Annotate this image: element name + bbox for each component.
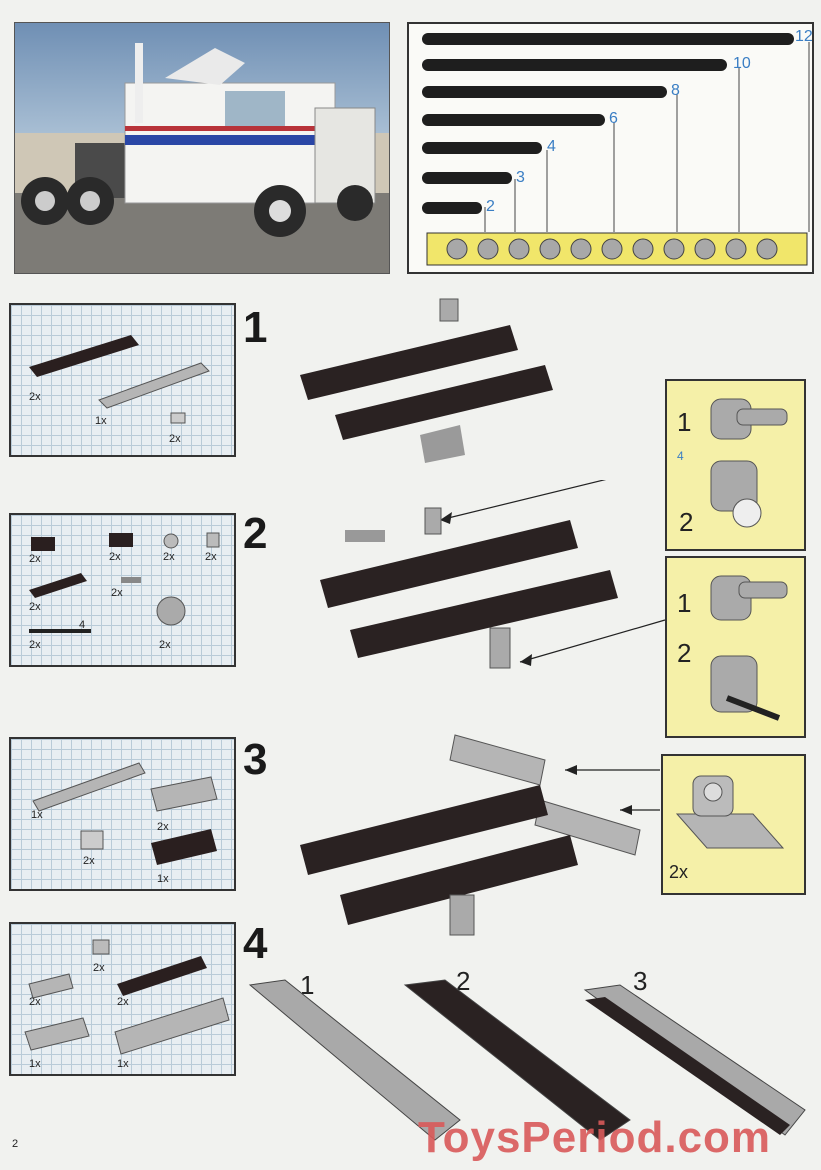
step-2-number: 2	[243, 509, 268, 558]
step-2-qty-3: 2x	[163, 551, 175, 563]
step-4-parts-box: 2x 2x 2x 1x 1x	[9, 922, 236, 1076]
step-2-parts-box: 2x 2x 2x 2x 2x 2x 4 2x 2x	[9, 513, 236, 667]
scale-label-3: 3	[516, 169, 525, 186]
step-3-assembly	[300, 734, 660, 936]
callout-1-label-2: 2	[679, 507, 694, 537]
step-1-qty-3: 2x	[169, 433, 181, 445]
step-2-assembly	[320, 480, 666, 669]
step-3-number: 3	[243, 735, 268, 784]
step-4-sub-label-2: 2	[456, 966, 471, 996]
callout-1-label-1: 1	[677, 407, 692, 437]
step-4-qty-5: 1x	[117, 1058, 129, 1070]
step-4-qty-3: 2x	[117, 996, 129, 1008]
axle-length-scale: 12 10 8 6 4 3 2	[407, 22, 814, 274]
step-3-qty-4: 1x	[157, 873, 169, 885]
scale-label-2: 2	[486, 198, 495, 215]
scale-label-6: 6	[609, 110, 618, 127]
callout-2-label-2: 2	[677, 638, 692, 668]
step-4-qty-1: 2x	[93, 962, 105, 974]
step-4-assemblies	[248, 979, 806, 1141]
truck-photo	[14, 22, 390, 274]
step-1-parts-box: 2x 1x 2x	[9, 303, 236, 457]
step-3-callout: 2x	[661, 754, 806, 895]
step-3-qty-2: 2x	[157, 821, 169, 833]
scale-label-8: 8	[671, 82, 680, 99]
watermark: ToysPeriod.com	[418, 1113, 772, 1162]
scale-label-4: 4	[547, 138, 556, 155]
truck-illustration	[21, 43, 376, 237]
step-2-qty-4: 2x	[205, 551, 217, 563]
step-1-qty-2: 1x	[95, 415, 107, 427]
step-2-callout-bottom: 1 2	[665, 556, 806, 738]
step-4-qty-2: 2x	[29, 996, 41, 1008]
step-4-number: 4	[243, 919, 268, 968]
callout-2-label-1: 1	[677, 588, 692, 618]
step-3-callout-qty: 2x	[669, 862, 689, 882]
step-1-assembly	[300, 298, 553, 463]
step-2-qty-7: 2x	[29, 639, 41, 651]
step-2-axle-length: 4	[79, 619, 86, 631]
step-4-sub-label-3: 3	[633, 966, 648, 996]
scale-label-12: 12	[795, 28, 813, 45]
step-2-qty-1: 2x	[29, 553, 41, 565]
step-3-qty-3: 2x	[83, 855, 95, 867]
step-3-parts-box: 1x 2x 2x 1x	[9, 737, 236, 891]
step-2-qty-5: 2x	[29, 601, 41, 613]
step-1-number: 1	[243, 303, 268, 352]
step-2-callout-top: 1 4 2	[665, 379, 806, 551]
step-4-qty-4: 1x	[29, 1058, 41, 1070]
step-3-qty-1: 1x	[31, 809, 43, 821]
step-2-qty-6: 2x	[111, 587, 123, 599]
callout-1-label-4: 4	[677, 449, 684, 463]
scale-label-10: 10	[733, 55, 751, 72]
step-4-sub-label-1: 1	[300, 970, 315, 1000]
step-1-qty-1: 2x	[29, 391, 41, 403]
page-number: 2	[12, 1138, 19, 1150]
step-2-qty-8: 2x	[159, 639, 171, 651]
step-2-qty-2: 2x	[109, 551, 121, 563]
